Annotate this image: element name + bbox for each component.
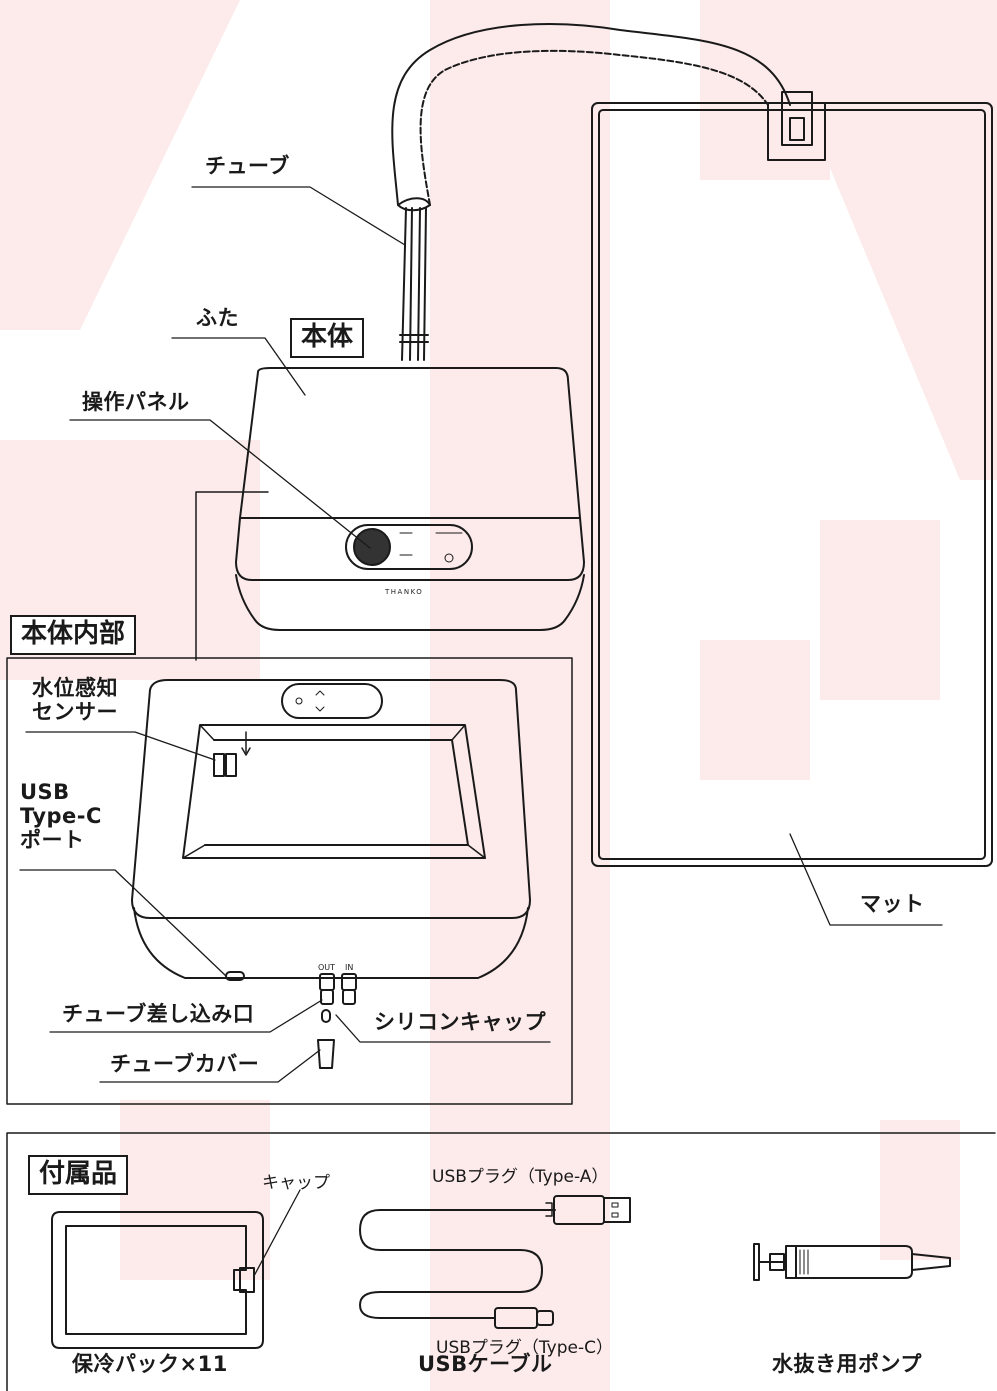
ice-pack-label: 保冷パック×11 [72, 1352, 228, 1376]
cap-label: キャップ [262, 1173, 330, 1193]
silicone-cap-label: シリコンキャップ [374, 1010, 546, 1034]
tube-label: チューブ [205, 154, 290, 178]
lid-label: ふた [196, 306, 239, 330]
leader-lines [19, 186, 943, 1083]
usb-cable [359, 1195, 631, 1329]
tube-inlet-label: チューブ差し込み口 [62, 1002, 255, 1026]
usb-plug-a-label: USBプラグ（Type-A） [432, 1167, 609, 1187]
inner-body-frame [6, 491, 573, 1105]
accessories-frame [6, 1132, 996, 1391]
usb-port-label: USB Type-C ポート [20, 780, 102, 853]
mat [591, 91, 993, 867]
brand-logo: THANKO [385, 588, 424, 596]
main-body-section-title: 本体 [290, 318, 365, 358]
accessories-section-title: 付属品 [28, 1155, 129, 1195]
ice-pack [51, 1189, 301, 1349]
inner-body-section-title: 本体内部 [10, 615, 137, 655]
tube [391, 23, 791, 361]
control-panel-label: 操作パネル [82, 390, 190, 414]
tube-cover-label: チューブカバー [110, 1052, 260, 1076]
water-sensor-label: 水位感知 センサー [32, 676, 118, 725]
drain-pump-label: 水抜き用ポンプ [772, 1352, 922, 1376]
drain-pump [753, 1243, 951, 1281]
port-out-label: OUT [318, 963, 336, 972]
mat-label: マット [860, 892, 925, 916]
port-in-label: IN [345, 963, 354, 972]
usb-plug-c-label: USBプラグ（Type-C） [436, 1338, 613, 1358]
inner-unit [131, 679, 531, 1069]
main-unit [235, 367, 585, 631]
usb-cable-label: USBケーブル [418, 1352, 553, 1376]
